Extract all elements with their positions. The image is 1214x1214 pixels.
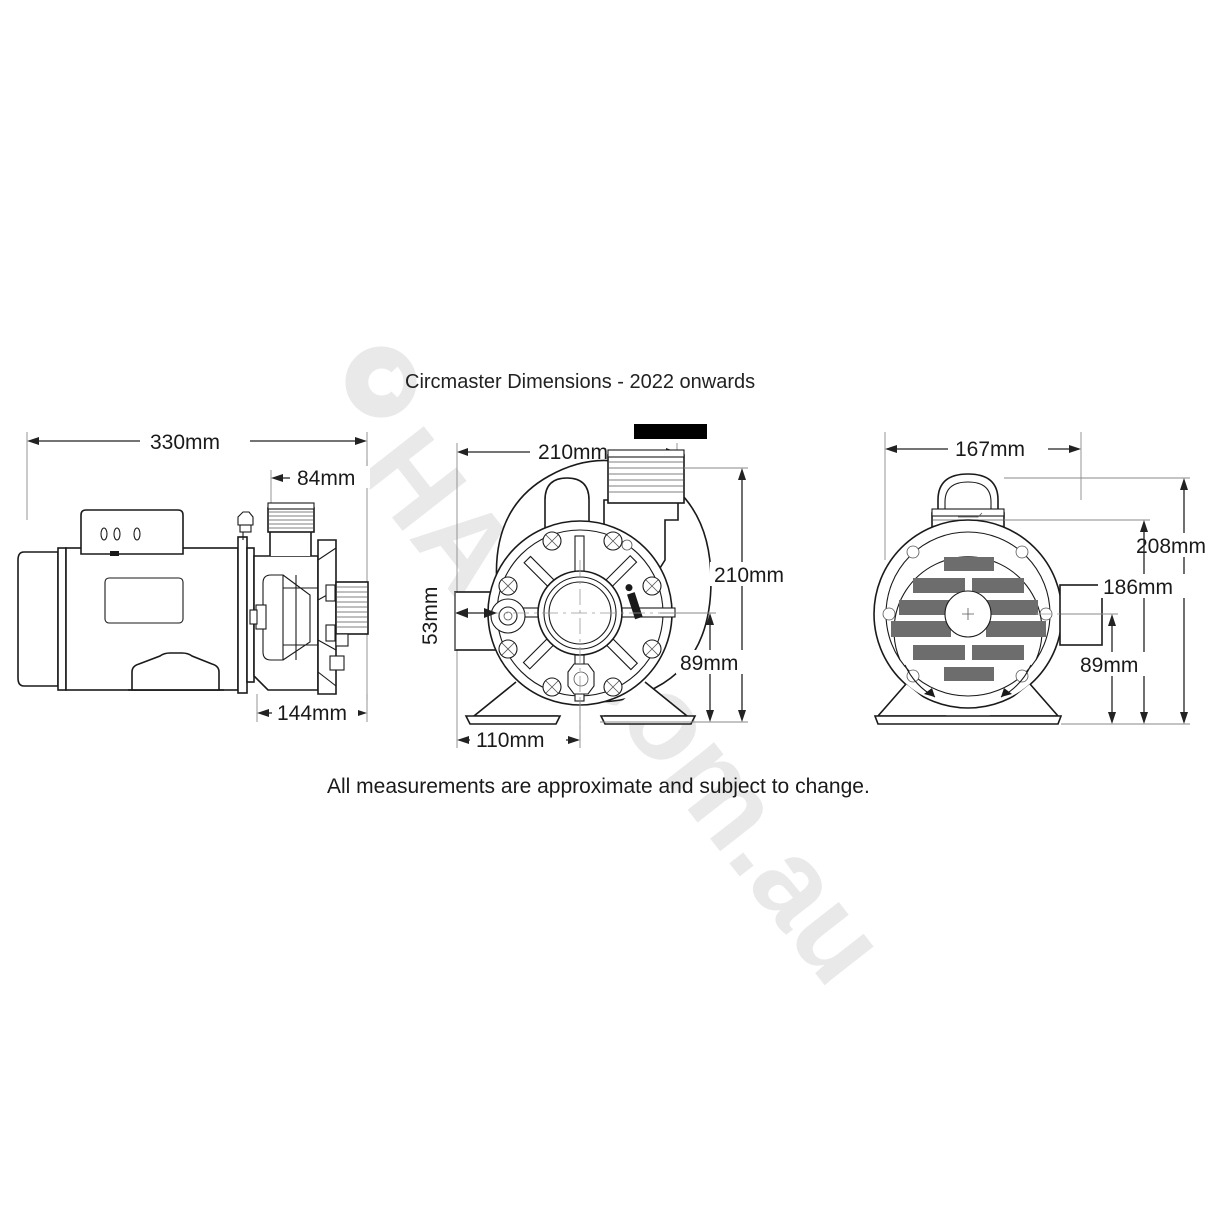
front-view-group: 210mm — [419, 424, 822, 752]
dimension-110mm: 110mm — [456, 690, 581, 752]
dimension-53mm: 53mm — [419, 587, 497, 650]
dimension-label-210mm-width: 210mm — [538, 441, 608, 464]
outlet-thread-side — [269, 511, 313, 529]
rear-view-group: 167mm — [873, 432, 1214, 725]
suction-thread-side — [337, 586, 367, 628]
dimension-label-53mm: 53mm — [419, 587, 442, 645]
dimension-144mm: 144mm — [256, 694, 368, 725]
side-view-group: 330mm 84mm — [17, 430, 370, 725]
dimension-label-208mm: 208mm — [1136, 535, 1206, 558]
dimension-label-210mm-height: 210mm — [714, 564, 784, 587]
housing-screws — [498, 531, 662, 697]
dimension-label-144mm: 144mm — [277, 702, 347, 725]
housing-logo-mark — [625, 584, 643, 620]
motor-shell-rear — [873, 519, 1103, 725]
drawing-title: Circmaster Dimensions - 2022 onwards — [405, 371, 755, 393]
dimension-label-89mm-rear: 89mm — [1080, 654, 1138, 677]
outlet-thread-front — [609, 461, 683, 493]
dimension-label-330mm: 330mm — [150, 431, 220, 454]
dimension-label-167mm: 167mm — [955, 438, 1025, 461]
motor-body — [17, 509, 239, 691]
dimension-label-84mm: 84mm — [297, 467, 355, 490]
dimension-89mm-front: 89mm — [600, 612, 772, 723]
redaction-bar — [634, 424, 707, 439]
dimension-210mm-height: 210mm — [600, 467, 822, 723]
dimension-167mm: 167mm — [884, 432, 1082, 560]
pump-wet-end-side — [237, 502, 369, 695]
dimension-label-186mm: 186mm — [1103, 576, 1173, 599]
dimension-label-110mm: 110mm — [476, 729, 544, 752]
motor-handle — [937, 473, 999, 513]
motor-vent-slots — [891, 557, 1046, 681]
dimension-89mm-rear: 89mm — [1061, 613, 1171, 725]
dimension-330mm: 330mm — [26, 430, 368, 700]
dimension-label-89mm-front: 89mm — [680, 652, 738, 675]
footer-note: All measurements are approximate and sub… — [327, 775, 870, 798]
